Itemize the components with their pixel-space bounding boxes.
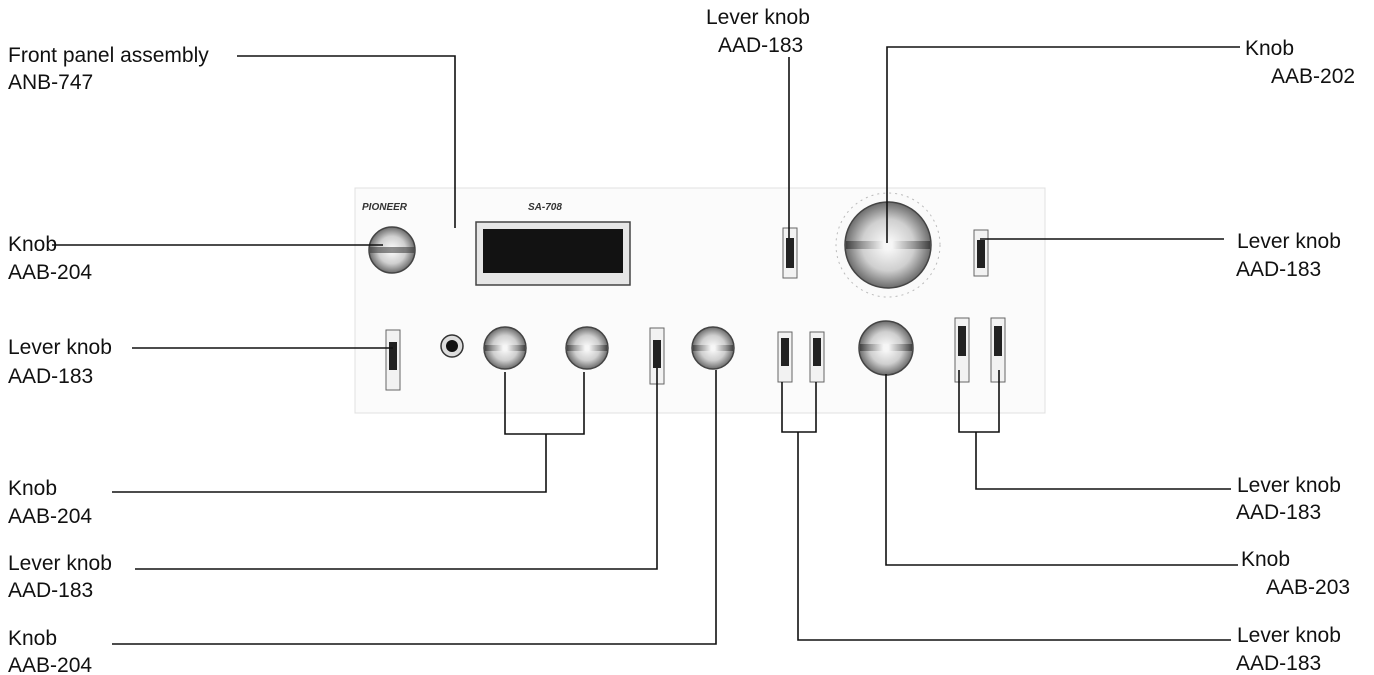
balance-knob-graphic: [691, 326, 735, 370]
label-top-center-lever-name: Lever knob: [706, 6, 810, 29]
label-tape-lever-name: Lever knob: [1237, 474, 1341, 497]
leader-bass-treble: [112, 434, 547, 493]
leader-bracket-bass-treble: [504, 372, 585, 435]
leader-mode-lever: [135, 368, 658, 570]
label-balance-knob-name: Knob: [8, 627, 57, 650]
upper-center-lever-graphic: [782, 227, 798, 279]
leader-bracket-tape: [958, 370, 1000, 433]
leader-bracket-filters: [781, 382, 817, 433]
treble-knob-graphic: [565, 326, 609, 370]
leader-front-panel: [237, 55, 456, 228]
label-function-knob-code: AAB-203: [1266, 576, 1350, 599]
power-knob-graphic: [368, 226, 416, 274]
leader-filter-levers: [797, 432, 1231, 641]
leader-function-knob: [885, 374, 1238, 566]
filter-levers-graphic: [777, 331, 825, 383]
bass-knob-graphic: [483, 326, 527, 370]
right-upper-lever-graphic: [973, 229, 989, 277]
label-filter-lever-code: AAD-183: [1236, 652, 1321, 675]
leader-tape-levers: [975, 432, 1231, 490]
model-label: SA-708: [528, 202, 562, 213]
tape-levers-graphic: [954, 317, 1006, 383]
brand-logo: PIONEER: [362, 202, 408, 213]
volume-dial-graphic: [835, 192, 941, 298]
callout-labels: Front panel assembly ANB-747 Knob AAB-20…: [8, 6, 1355, 675]
label-power-lever-name: Lever knob: [8, 336, 112, 359]
label-volume-knob-code: AAB-202: [1271, 65, 1355, 88]
label-power-knob-name: Knob: [8, 233, 57, 256]
label-power-knob-code: AAB-204: [8, 261, 92, 284]
power-lever-graphic: [385, 329, 401, 391]
panel-face: [354, 187, 1046, 414]
label-right-upper-lever-code: AAD-183: [1236, 258, 1321, 281]
mode-lever-graphic: [649, 327, 665, 385]
label-front-panel-name: Front panel assembly: [8, 44, 209, 67]
amplifier-panel: PIONEER SA-708: [354, 187, 1046, 414]
label-front-panel-code: ANB-747: [8, 71, 93, 94]
label-mode-lever-name: Lever knob: [8, 552, 112, 575]
label-balance-knob-code: AAB-204: [8, 654, 92, 675]
label-bass-treble-knob-name: Knob: [8, 477, 57, 500]
leader-volume-knob: [886, 46, 1240, 243]
leader-balance-knob: [112, 370, 717, 645]
label-volume-knob-name: Knob: [1245, 37, 1294, 60]
label-power-lever-code: AAD-183: [8, 365, 93, 388]
label-filter-lever-name: Lever knob: [1237, 624, 1341, 647]
label-function-knob-name: Knob: [1241, 548, 1290, 571]
label-tape-lever-code: AAD-183: [1236, 501, 1321, 524]
label-mode-lever-code: AAD-183: [8, 579, 93, 602]
label-right-upper-lever-name: Lever knob: [1237, 230, 1341, 253]
label-top-center-lever-code: AAD-183: [718, 34, 803, 57]
function-knob-graphic: [858, 320, 914, 376]
leader-lines: [52, 46, 1240, 645]
headphone-jack-graphic: [440, 334, 464, 358]
meter-display: [483, 229, 623, 273]
label-bass-treble-knob-code: AAB-204: [8, 505, 92, 528]
